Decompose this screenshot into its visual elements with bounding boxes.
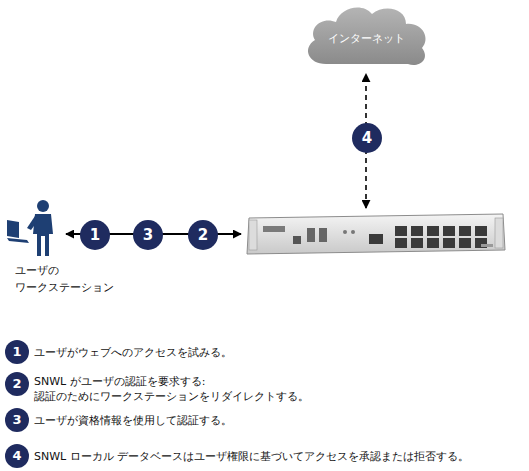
callout-number: 2: [188, 220, 218, 250]
legend-text: ユーザがウェブへのアクセスを試みる。: [34, 345, 514, 360]
legend-number: 4: [5, 444, 29, 468]
legend-number: 1: [5, 340, 29, 364]
callout-number: 3: [133, 220, 163, 250]
legend-text: ユーザが資格情報を使用して認証する。: [34, 413, 514, 428]
cloud-node: インターネット: [300, 2, 432, 70]
user-node: ユーザの ワークステーション: [5, 200, 62, 256]
legend-text: SNWL がユーザの認証を要求する: 認証のためにワークステーションをリダイレク…: [34, 374, 309, 404]
legend-text: SNWL ローカル データベースはユーザ権限に基づいてアクセスを承認または拒否す…: [34, 449, 524, 464]
legend-number: 2: [5, 372, 29, 396]
appliance-node: [245, 212, 507, 256]
appliance-illustration: [245, 212, 507, 256]
workstation-label: ユーザの ワークステーション: [15, 262, 145, 296]
user-icon: [5, 200, 62, 256]
callout-number: 4: [352, 123, 382, 153]
callout-number: 1: [80, 220, 110, 250]
legend-number: 3: [5, 408, 29, 432]
cloud-label: インターネット: [300, 32, 432, 46]
